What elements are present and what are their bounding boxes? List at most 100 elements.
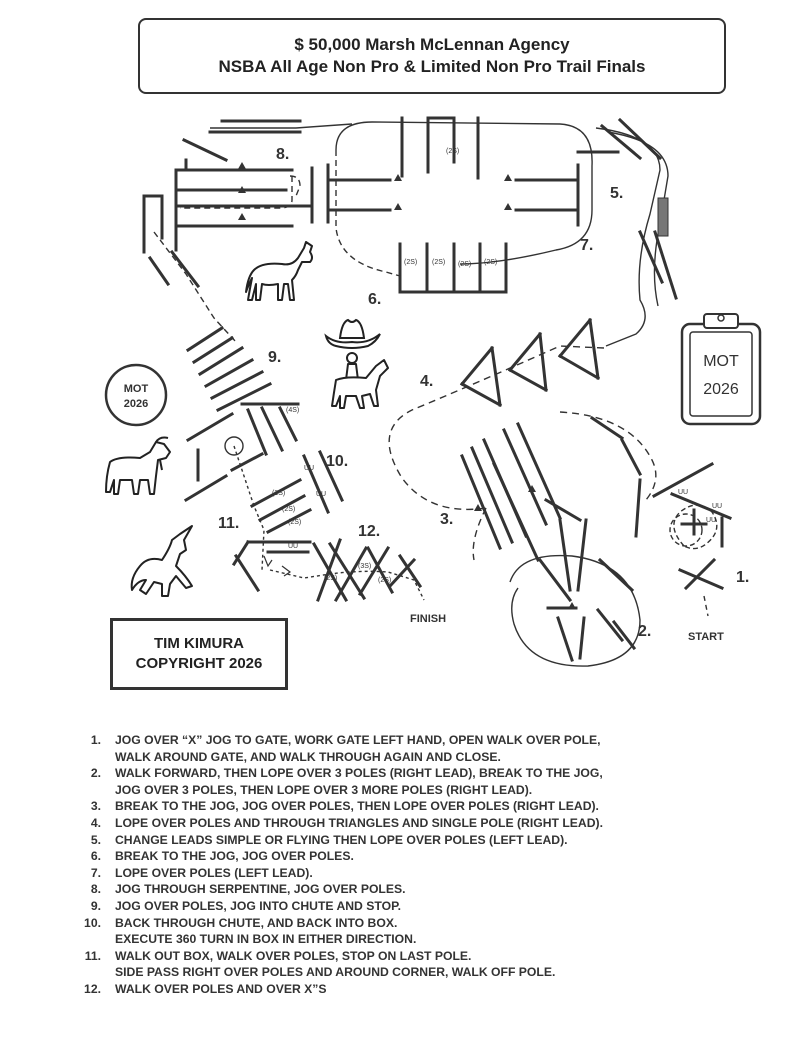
instruction-text: SIDE PASS RIGHT OVER POLES AND AROUND CO… xyxy=(115,965,556,980)
instruction-text: BACK THROUGH CHUTE, AND BACK INTO BOX. xyxy=(115,915,398,930)
instruction-item: 3. BREAK TO THE JOG, JOG OVER POLES, THE… xyxy=(60,798,760,815)
station-number-4: 4. xyxy=(420,373,433,390)
station-number-7: 7. xyxy=(580,237,593,254)
path-arena-top xyxy=(335,121,593,265)
station-number-12: 12. xyxy=(358,523,380,540)
instruction-item: 12. WALK OVER POLES AND OVER X”S xyxy=(60,981,760,998)
clipboard-icon: MOT 2026 xyxy=(680,313,762,426)
instruction-text: WALK FORWARD, THEN LOPE OVER 3 POLES (RI… xyxy=(115,766,603,781)
instruction-number: 10. xyxy=(84,915,101,930)
spacing-label: (4S) xyxy=(286,407,299,414)
trail-course-diagram: 1. 2. 3. 4. 5. 6. 7. 8. 9. 10. 11. 12. (… xyxy=(104,116,762,667)
instruction-text: JOG OVER POLES, JOG INTO CHUTE AND STOP. xyxy=(115,898,402,913)
uu-marker: UU xyxy=(712,503,722,510)
copyright-year: COPYRIGHT 2026 xyxy=(135,655,263,672)
station-number-2: 2. xyxy=(638,623,651,640)
gate-post xyxy=(657,197,669,237)
station-number-11: 11. xyxy=(218,515,239,532)
instruction-item: 2. WALK FORWARD, THEN LOPE OVER 3 POLES … xyxy=(60,765,760,798)
station-6-7-arena xyxy=(328,116,580,294)
path-station-4 xyxy=(388,345,605,511)
station-9-poles xyxy=(185,325,273,413)
spacing-label: (2S) xyxy=(432,259,445,266)
uu-marker: UU xyxy=(678,489,688,496)
path-chute xyxy=(595,127,661,347)
instruction-text: WALK OVER POLES AND OVER X”S xyxy=(115,981,327,996)
clipboard-line1: MOT xyxy=(703,353,739,370)
instruction-number: 11. xyxy=(84,948,101,963)
mot-circle-badge: MOT 2026 xyxy=(104,363,168,427)
path-station-2 xyxy=(509,554,641,667)
instruction-text: WALK AROUND GATE, AND WALK THROUGH AGAIN… xyxy=(115,749,501,764)
instruction-item: 11. WALK OUT BOX, WALK OVER POLES, STOP … xyxy=(60,948,760,981)
instruction-item: 9. JOG OVER POLES, JOG INTO CHUTE AND ST… xyxy=(60,898,760,915)
instruction-item: 8. JOG THROUGH SERPENTINE, JOG OVER POLE… xyxy=(60,881,760,898)
instruction-text: EXECUTE 360 TURN IN BOX IN EITHER DIRECT… xyxy=(115,932,417,947)
copyright-author: TIM KIMURA xyxy=(154,635,244,652)
instruction-text: CHANGE LEADS SIMPLE OR FLYING THEN LOPE … xyxy=(115,832,568,847)
spacing-label: (2S) xyxy=(458,261,471,268)
clipboard-line2: 2026 xyxy=(703,381,739,398)
spacing-label: (2S) xyxy=(378,577,391,584)
spacing-label: (2S) xyxy=(446,148,459,155)
instruction-number: 8. xyxy=(90,882,101,897)
instruction-item: 7. LOPE OVER POLES (LEFT LEAD). xyxy=(60,865,760,882)
cones xyxy=(238,162,576,609)
goat-icon xyxy=(105,436,171,495)
instruction-number: 12. xyxy=(84,981,101,996)
station-2-poles xyxy=(537,518,637,662)
instruction-item: 6. BREAK TO THE JOG, JOG OVER POLES. xyxy=(60,848,760,865)
instruction-text: BREAK TO THE JOG, JOG OVER POLES. xyxy=(115,849,354,864)
instruction-text: JOG THROUGH SERPENTINE, JOG OVER POLES. xyxy=(115,882,406,897)
mot-circle-line2: 2026 xyxy=(124,398,148,410)
course-instructions: 1. JOG OVER “X” JOG TO GATE, WORK GATE L… xyxy=(60,732,760,998)
instruction-text: JOG OVER 3 POLES, THEN LOPE OVER 3 MORE … xyxy=(115,782,533,797)
course-title-sponsor: $ 50,000 Marsh McLennan Agency xyxy=(294,35,570,54)
spacing-label: (3S) xyxy=(358,563,371,570)
spacing-label: (2S) xyxy=(404,259,417,266)
unicorn-icon xyxy=(130,525,193,597)
instruction-number: 7. xyxy=(90,865,101,880)
path-arena-left xyxy=(335,150,401,277)
instruction-text: LOPE OVER POLES AND THROUGH TRIANGLES AN… xyxy=(115,815,603,830)
horse-rider-icon xyxy=(331,352,389,409)
station-number-6: 6. xyxy=(368,291,381,308)
spacing-label: (2S) xyxy=(288,519,301,526)
cowboy-hat-icon xyxy=(324,318,381,349)
copyright-box: TIM KIMURA COPYRIGHT 2026 xyxy=(110,618,288,690)
instruction-item: 10. BACK THROUGH CHUTE, AND BACK INTO BO… xyxy=(60,915,760,948)
finish-label: FINISH xyxy=(410,613,446,625)
instruction-text: LOPE OVER POLES (LEFT LEAD). xyxy=(115,865,313,880)
station-number-10: 10. xyxy=(326,453,348,470)
instruction-number: 1. xyxy=(90,733,101,747)
instruction-item: 5. CHANGE LEADS SIMPLE OR FLYING THEN LO… xyxy=(60,832,760,849)
course-title-box: $ 50,000 Marsh McLennan Agency NSBA All … xyxy=(138,18,726,94)
spacing-label: (2S) xyxy=(324,575,337,582)
station-number-8: 8. xyxy=(276,146,289,163)
spacing-label: (2S) xyxy=(282,506,295,513)
instruction-number: 2. xyxy=(90,766,101,781)
start-label: START xyxy=(688,631,724,643)
instruction-item: 4. LOPE OVER POLES AND THROUGH TRIANGLES… xyxy=(60,815,760,832)
spacing-label: (2S) xyxy=(272,490,285,497)
instruction-text: JOG OVER “X” JOG TO GATE, WORK GATE LEFT… xyxy=(115,733,601,747)
course-title-class: NSBA All Age Non Pro & Limited Non Pro T… xyxy=(218,57,646,76)
instruction-number: 3. xyxy=(90,799,101,814)
instruction-text: WALK OUT BOX, WALK OVER POLES, STOP ON L… xyxy=(115,948,472,963)
mot-circle-line1: MOT xyxy=(124,383,149,395)
station-number-5: 5. xyxy=(610,185,623,202)
instruction-number: 6. xyxy=(90,849,101,864)
station-1-gate xyxy=(651,461,732,591)
instruction-number: 5. xyxy=(90,832,101,847)
station-11-side-pass xyxy=(231,477,313,593)
uu-marker: UU xyxy=(706,517,716,524)
instruction-number: 9. xyxy=(90,898,101,913)
station-number-3: 3. xyxy=(440,511,453,528)
uu-marker: UU xyxy=(316,491,326,498)
spacing-label: (2S) xyxy=(484,259,497,266)
station-12-x-poles xyxy=(311,538,423,603)
station-10-box xyxy=(183,402,344,514)
station-number-1: 1. xyxy=(736,569,749,586)
station-4-triangles xyxy=(459,317,601,408)
station-3-poles xyxy=(460,415,643,562)
